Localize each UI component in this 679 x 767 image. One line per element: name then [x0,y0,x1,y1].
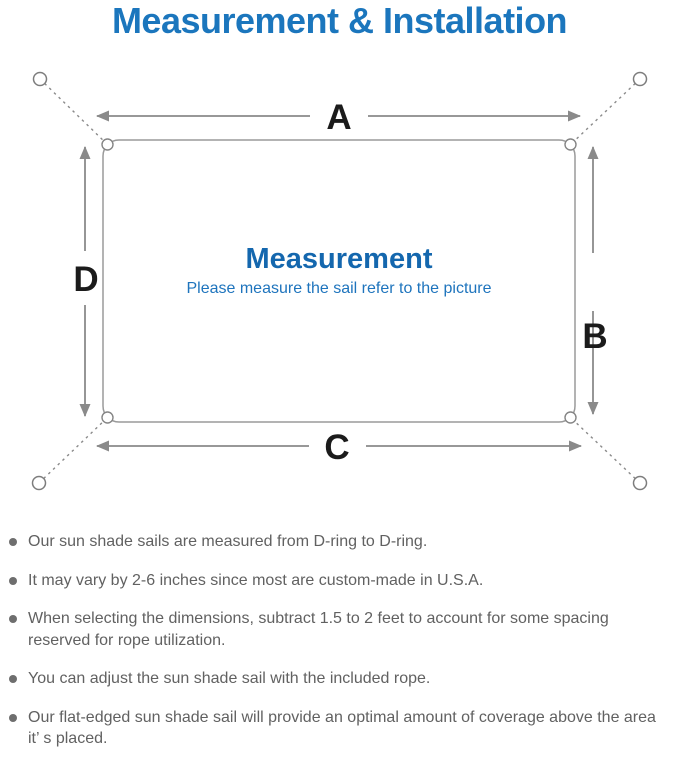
note-item: You can adjust the sun shade sail with t… [9,668,671,690]
diagram-center-subtitle: Please measure the sail refer to the pic… [186,280,491,297]
note-item: It may vary by 2-6 inches since most are… [9,570,671,592]
tether-line-top-right [569,78,641,146]
note-item: Our flat-edged sun shade sail will provi… [9,707,671,750]
dimension-label-a: A [326,98,351,137]
product-instruction-image: Measurement & Installation [9,0,656,747]
mount-ring-bottom-left-icon [31,475,47,491]
note-text: It may vary by 2-6 inches since most are… [28,571,484,589]
bullet-icon [9,675,17,683]
d-ring-bottom-right-icon [564,411,577,424]
d-ring-top-right-icon [564,138,577,151]
d-ring-top-left-icon [101,138,114,151]
note-item: When selecting the dimensions, subtract … [9,608,671,651]
bullet-icon [9,615,17,623]
tether-line-top-left [39,78,109,146]
bullet-icon [9,538,17,546]
mount-ring-top-right-icon [632,71,648,87]
dimension-label-b: B [582,317,607,356]
dimension-label-c: C [324,428,349,467]
mount-ring-top-left-icon [32,71,48,87]
tether-line-bottom-right [569,416,641,484]
mount-ring-bottom-right-icon [632,475,648,491]
notes-list: Our sun shade sails are measured from D-… [9,531,671,767]
bullet-icon [9,576,17,585]
note-text: When selecting the dimensions, subtract … [28,610,609,649]
note-text: Our sun shade sails are measured from D-… [28,533,428,550]
note-item: Our sun shade sails are measured from D-… [9,531,671,553]
note-text: You can adjust the sun shade sail with t… [28,670,431,687]
page-title: Measurement & Installation [111,0,568,41]
bullet-icon [9,713,17,722]
d-ring-bottom-left-icon [101,411,114,424]
dimension-label-d: D [73,260,98,299]
sail-outline [102,139,576,423]
note-text: Our flat-edged sun shade sail will provi… [28,708,656,748]
diagram-center-title: Measurement [246,243,433,275]
measurement-diagram: A B C D Measurement Please measure the s… [31,71,648,491]
tether-line-bottom-left [38,416,109,484]
